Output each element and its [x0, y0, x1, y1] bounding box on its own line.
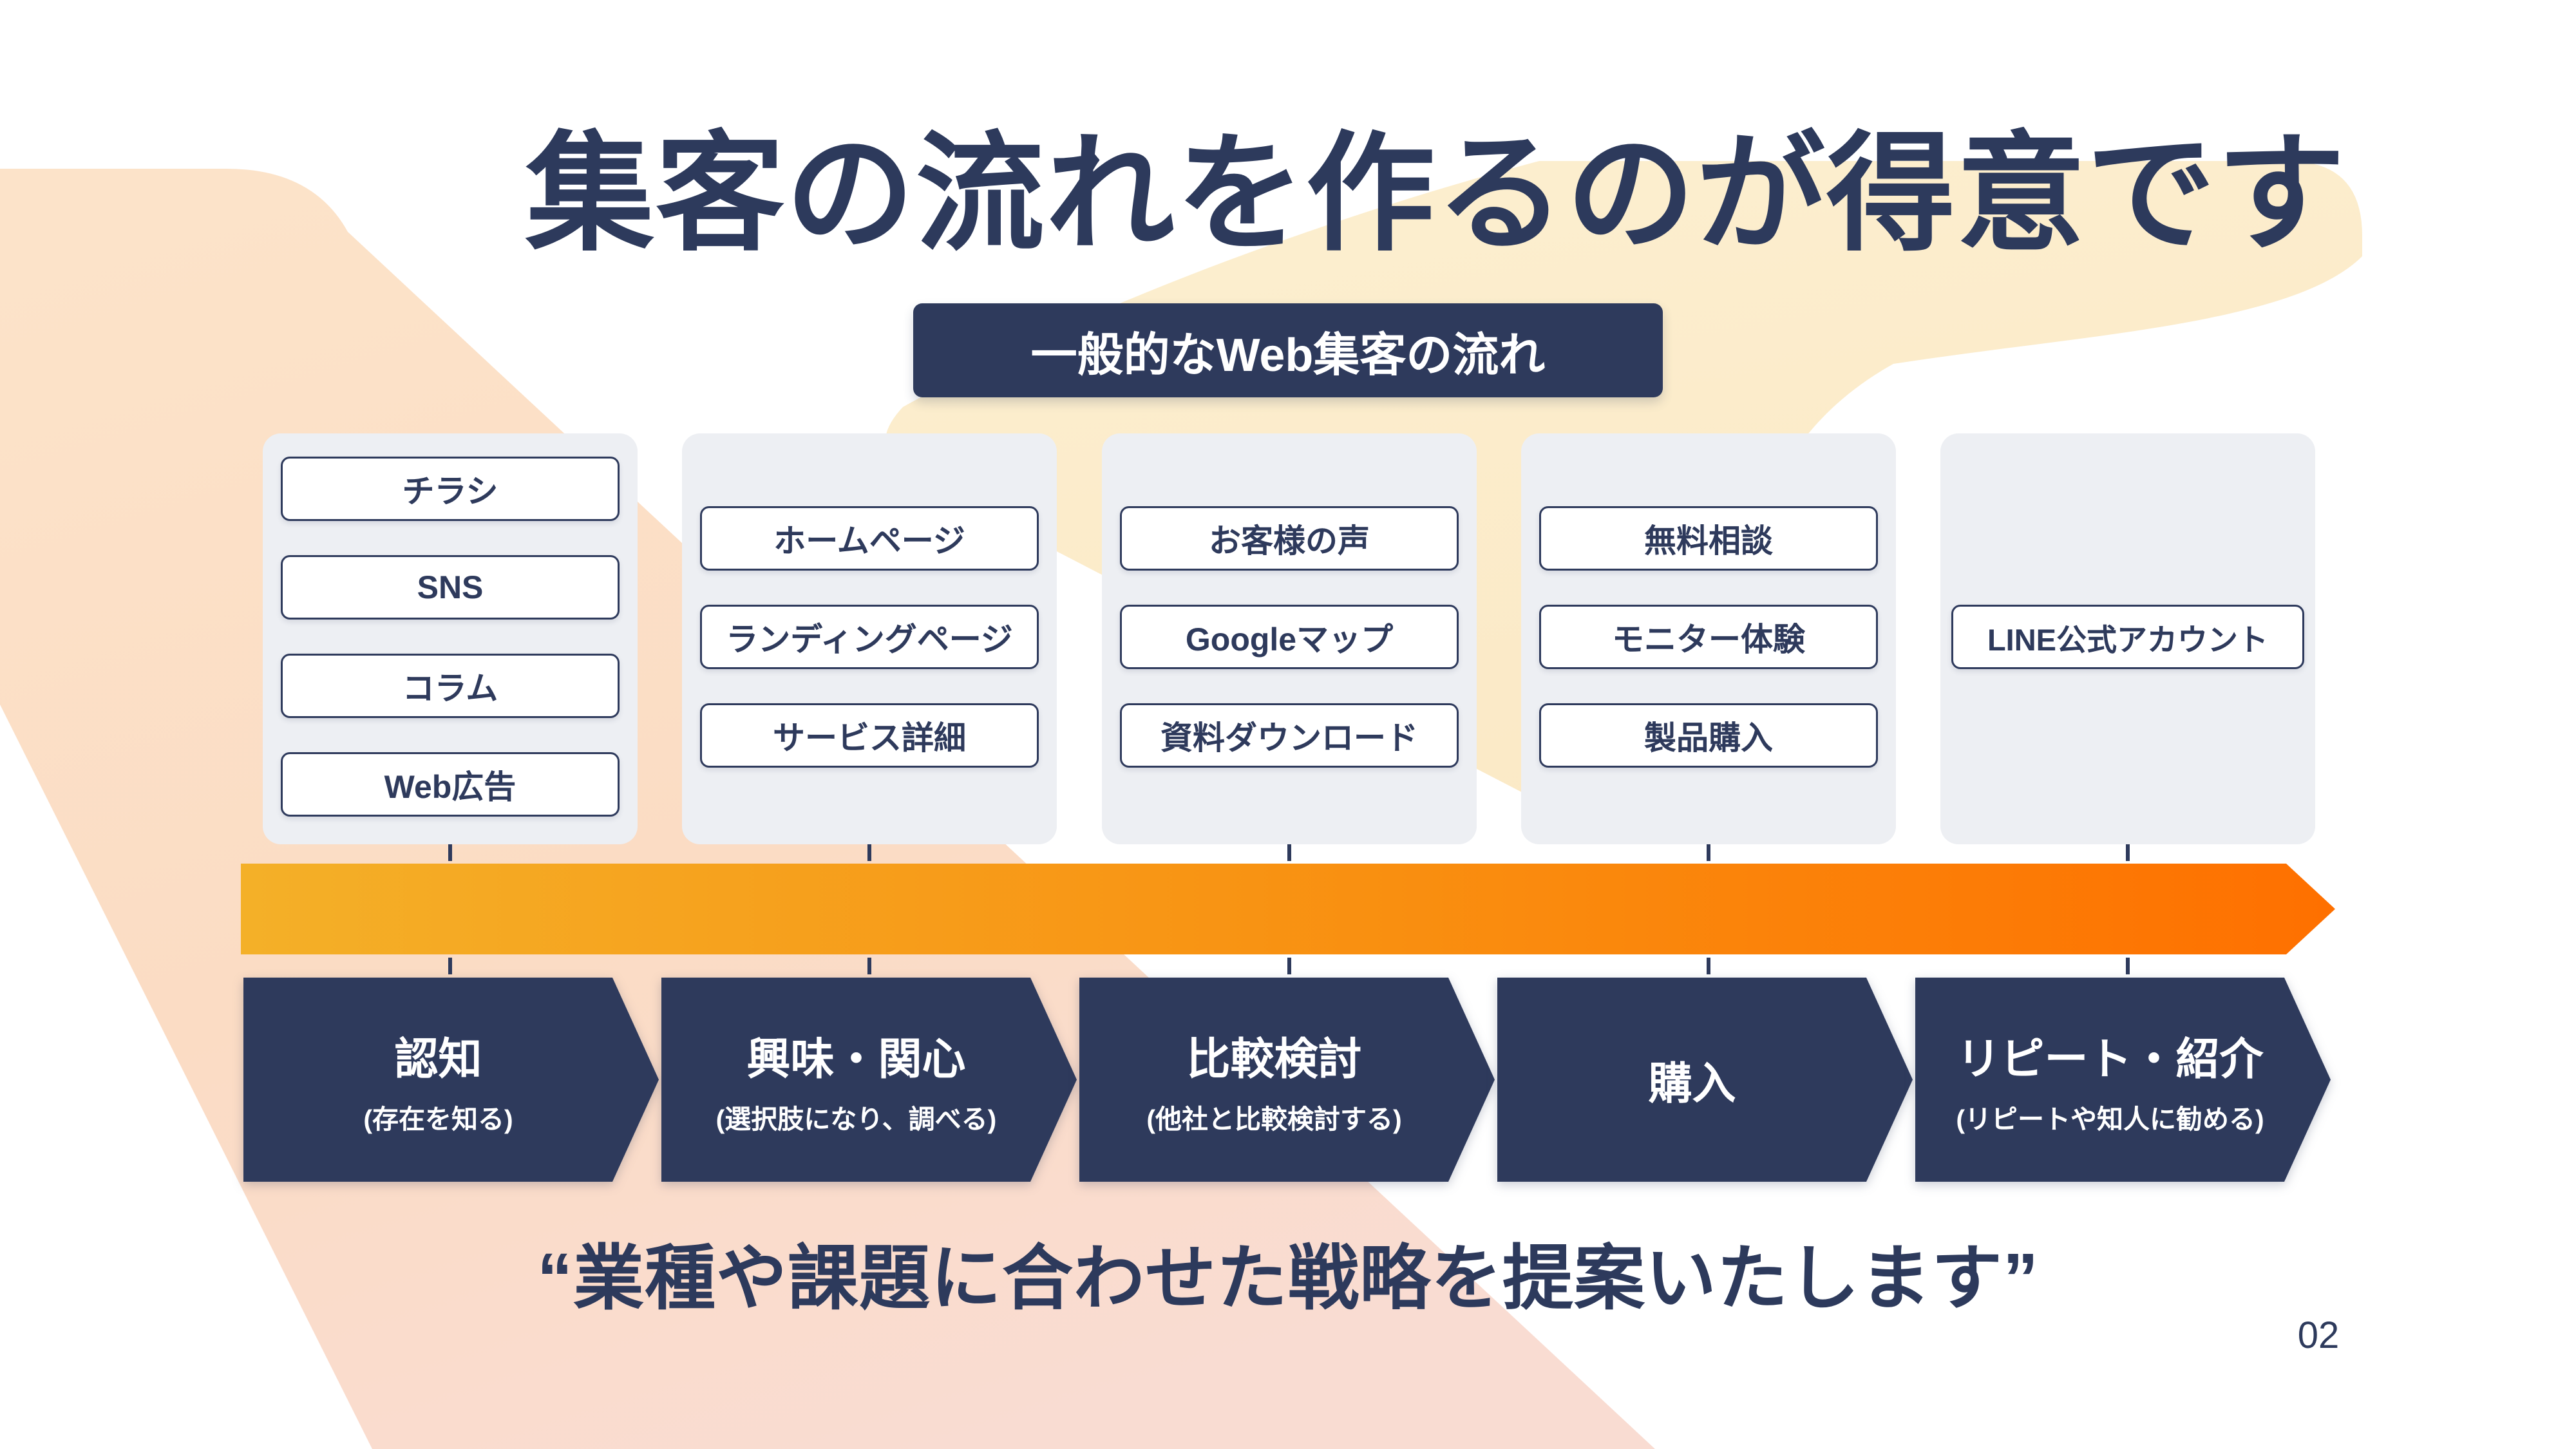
funnel-item: 無料相談	[1539, 506, 1878, 571]
flow-banner-label: 一般的なWeb集客の流れ	[1030, 329, 1546, 381]
stage-subtitle: (他社と比較検討する)	[1146, 1104, 1402, 1134]
funnel-item: コラム	[281, 654, 620, 718]
stage-chevron-purchase: 購入	[1497, 978, 1913, 1182]
stage-shape: リピート・紹介 (リピートや知人に勧める)	[1915, 978, 2331, 1182]
stage-chevron-repeat: リピート・紹介 (リピートや知人に勧める)	[1915, 978, 2331, 1182]
stage-title: 購入	[1648, 1059, 1736, 1108]
funnel-column-awareness: チラシ SNS コラム Web広告	[263, 433, 638, 844]
stage-subtitle: (リピートや知人に勧める)	[1956, 1104, 2264, 1134]
stage-chevron-interest: 興味・関心 (選択肢になり、調べる)	[661, 978, 1077, 1182]
funnel-column-interest: ホームページ ランディングページ サービス詳細	[682, 433, 1057, 844]
funnel-item: ランディングページ	[700, 605, 1039, 669]
page-number: 02	[2297, 1314, 2340, 1356]
funnel-item: Web広告	[281, 752, 620, 817]
funnel-column-repeat: LINE公式アカウント	[1940, 433, 2315, 844]
flow-arrow	[241, 864, 2335, 954]
stage-shape: 購入	[1497, 978, 1913, 1182]
stage-title: 比較検討	[1186, 1035, 1362, 1084]
funnel-item: LINE公式アカウント	[1951, 605, 2304, 669]
flow-banner: 一般的なWeb集客の流れ	[913, 303, 1663, 397]
page-title: 集客の流れを作るのが得意です	[525, 122, 2347, 266]
funnel-item: モニター体験	[1539, 605, 1878, 669]
stage-chevron-comparison: 比較検討 (他社と比較検討する)	[1079, 978, 1495, 1182]
stage-title: 興味・関心	[746, 1035, 966, 1084]
stage-shape: 認知 (存在を知る)	[243, 978, 659, 1182]
funnel-item: ホームページ	[700, 506, 1039, 571]
stage-chevron-awareness: 認知 (存在を知る)	[243, 978, 659, 1182]
stage-title: 認知	[394, 1035, 482, 1084]
funnel-item: チラシ	[281, 457, 620, 521]
funnel-item: 製品購入	[1539, 703, 1878, 768]
funnel-item: Googleマップ	[1120, 605, 1459, 669]
funnel-column-comparison: お客様の声 Googleマップ 資料ダウンロード	[1102, 433, 1477, 844]
stage-shape: 興味・関心 (選択肢になり、調べる)	[661, 978, 1077, 1182]
stage-title: リピート・紹介	[1956, 1035, 2264, 1084]
funnel-item: お客様の声	[1120, 506, 1459, 571]
stage-subtitle: (存在を知る)	[363, 1104, 513, 1134]
funnel-column-purchase: 無料相談 モニター体験 製品購入	[1521, 433, 1896, 844]
funnel-item: 資料ダウンロード	[1120, 703, 1459, 768]
strategy-quote: “業種や課題に合わせた戦略を提案いたします”	[537, 1239, 2039, 1318]
stage-subtitle: (選択肢になり、調べる)	[715, 1104, 997, 1134]
funnel-item: サービス詳細	[700, 703, 1039, 768]
stage-shape: 比較検討 (他社と比較検討する)	[1079, 978, 1495, 1182]
funnel-item: SNS	[281, 555, 620, 620]
